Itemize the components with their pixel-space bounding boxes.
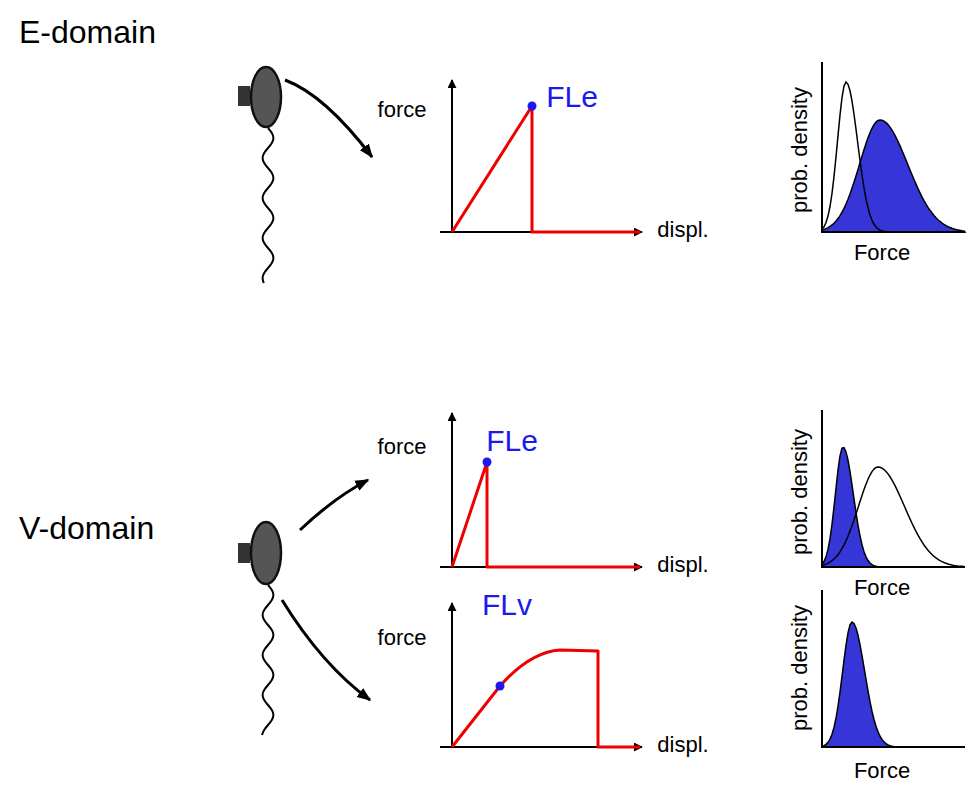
density-curves bbox=[822, 82, 965, 747]
bacterium-body bbox=[251, 522, 281, 584]
domain-shape bbox=[1, 1, 245, 311]
flagella bbox=[262, 128, 273, 735]
axis-label: displ. bbox=[657, 218, 708, 242]
domain-shape bbox=[1, 369, 245, 787]
axis-label: Force bbox=[854, 241, 910, 265]
domain-outline bbox=[0, 368, 272, 788]
axis-label: Force bbox=[854, 759, 910, 783]
force-curve bbox=[452, 106, 640, 747]
axis-label: force bbox=[378, 435, 427, 459]
curved-arrow bbox=[282, 600, 370, 700]
force-symbol: FLe bbox=[546, 80, 598, 113]
axis-label: force bbox=[378, 98, 427, 122]
adhesion-tab bbox=[238, 86, 250, 106]
flagellum bbox=[263, 128, 274, 283]
axis-label: displ. bbox=[657, 553, 708, 577]
density-curve bbox=[822, 120, 965, 232]
cell-domain: E-domain bbox=[0, 0, 252, 312]
density-axes bbox=[822, 62, 965, 747]
axis-title: prob. density bbox=[788, 429, 812, 555]
curved-arrow bbox=[285, 80, 372, 157]
cell-domain: V-domain bbox=[0, 368, 252, 788]
density-curve bbox=[822, 82, 964, 232]
density-curve bbox=[822, 448, 965, 567]
domain-label: V-domain bbox=[12, 508, 161, 549]
curved-arrow bbox=[300, 480, 368, 530]
axis-title: prob. density bbox=[788, 605, 812, 731]
adhesion-tab bbox=[238, 543, 250, 563]
density-curve bbox=[822, 622, 965, 747]
axis-label: displ. bbox=[657, 733, 708, 757]
force-symbol: FLe bbox=[486, 424, 538, 457]
domain-label: E-domain bbox=[12, 12, 163, 53]
axis-label: Force bbox=[854, 576, 910, 600]
flagellum bbox=[262, 585, 273, 735]
bacterium-body bbox=[251, 67, 281, 127]
density-curve bbox=[822, 467, 964, 566]
axis-title: prob. density bbox=[788, 87, 812, 213]
axis-label: force bbox=[378, 626, 427, 650]
plot-axes bbox=[440, 80, 642, 747]
rupture-point bbox=[483, 102, 537, 691]
force-symbol: FLv bbox=[482, 588, 532, 621]
